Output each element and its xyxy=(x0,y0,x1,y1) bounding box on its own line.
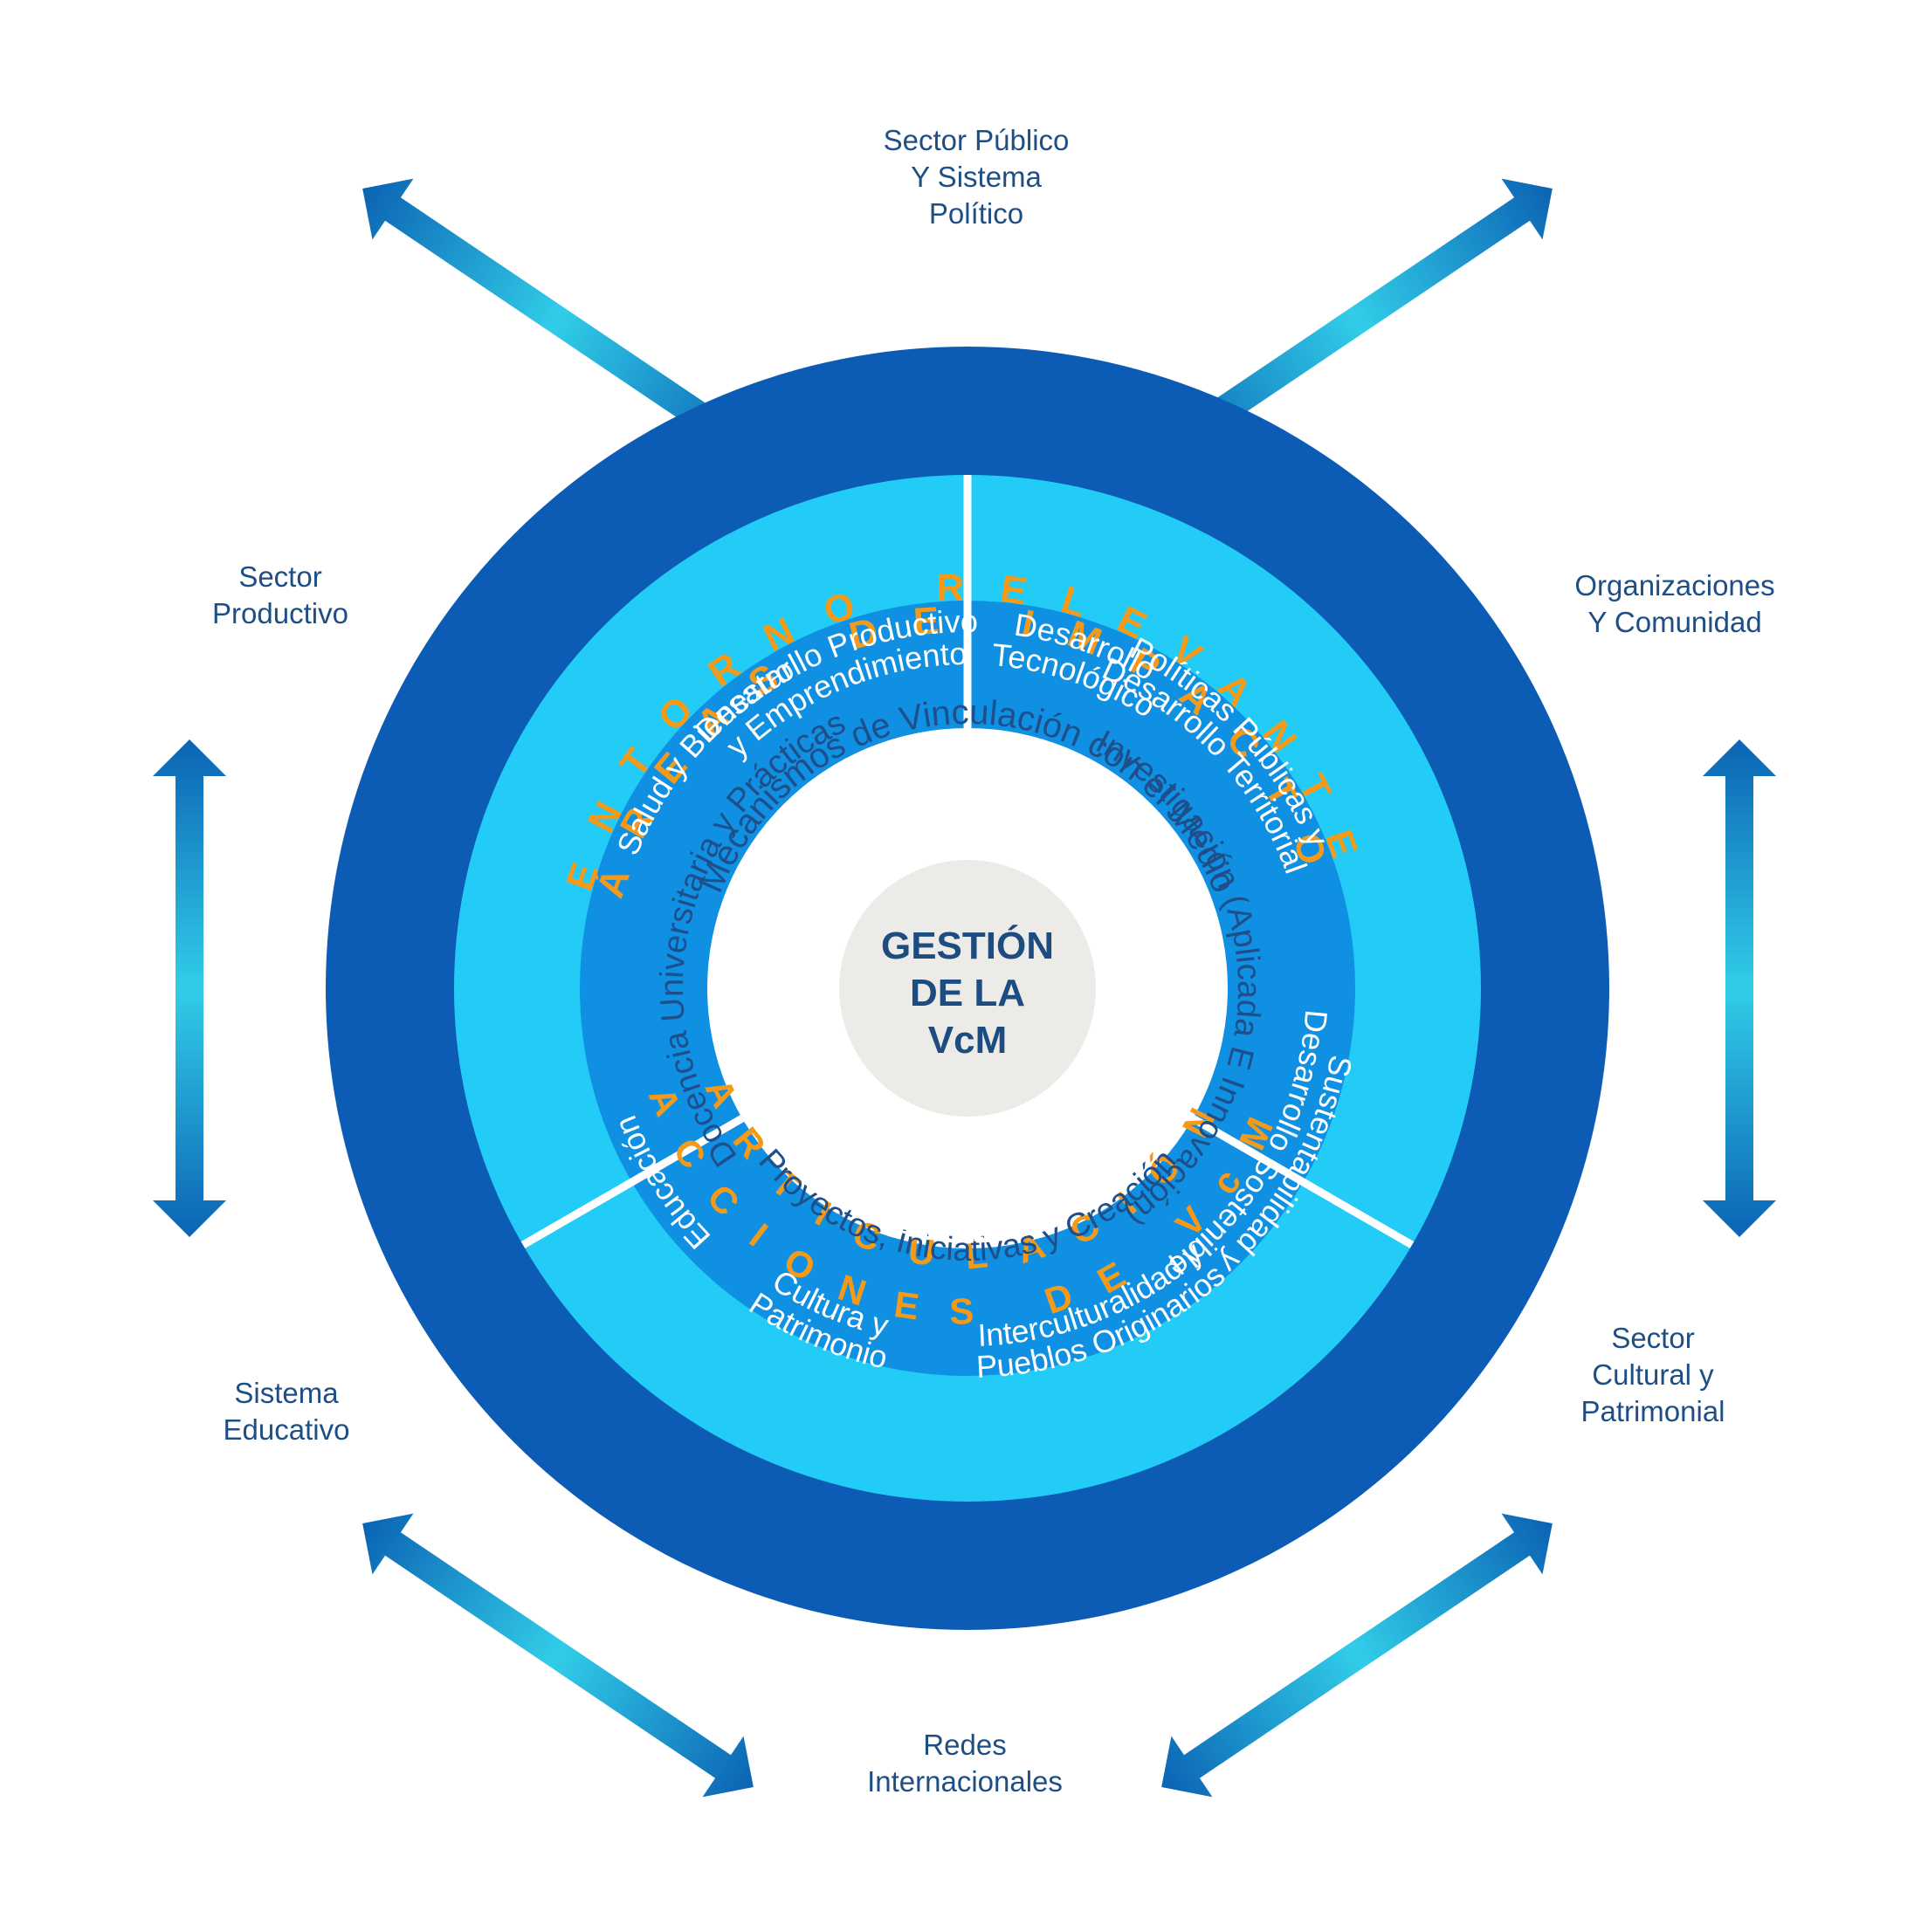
arrow-right xyxy=(1703,739,1776,1237)
sector-upper-right-line2: Y Comunidad xyxy=(1587,606,1762,638)
sector-top-line3: Político xyxy=(928,197,1024,230)
sector-lower-left-line1: Sistema xyxy=(234,1377,339,1409)
surrounding-arrows xyxy=(153,178,1776,1798)
core-line-2: DE LA xyxy=(910,972,1025,1014)
core-line-1: GESTIÓN xyxy=(881,924,1054,967)
sector-lower-left: Sistema Educativo xyxy=(129,1375,444,1448)
arrow-top-right xyxy=(1161,178,1553,463)
sector-upper-left: Sector Productivo xyxy=(123,559,437,632)
sector-dividers xyxy=(520,475,1415,1248)
sector-lower-right-line2: Cultural y xyxy=(1592,1358,1714,1391)
sector-upper-left-line1: Sector xyxy=(238,560,322,593)
sector-top-line1: Sector Público xyxy=(883,124,1070,156)
sector-upper-right-line1: Organizaciones xyxy=(1574,569,1775,602)
arrow-bottom-right xyxy=(1161,1513,1553,1798)
arrow-bottom-left xyxy=(362,1513,754,1798)
arrow-left xyxy=(153,739,226,1237)
sector-top-line2: Y Sistema xyxy=(911,161,1042,193)
sector-upper-right: Organizaciones Y Comunidad xyxy=(1518,567,1832,641)
sector-top: Sector Público Y Sistema Político xyxy=(819,122,1133,232)
core-disc xyxy=(839,860,1096,1117)
sector-lower-right: Sector Cultural y Patrimonial xyxy=(1496,1320,1810,1430)
sector-bottom: Redes Internacionales xyxy=(808,1727,1122,1800)
core-title: GESTIÓN DE LA VcM xyxy=(881,924,1054,1062)
arrow-top-left xyxy=(362,178,754,463)
sector-upper-left-line2: Productivo xyxy=(212,597,348,629)
sector-lower-right-line3: Patrimonial xyxy=(1580,1395,1725,1427)
core-line-3: VcM xyxy=(928,1019,1007,1062)
sector-lower-right-line1: Sector xyxy=(1611,1322,1695,1354)
sector-lower-left-line2: Educativo xyxy=(223,1413,350,1446)
sector-bottom-line1: Redes xyxy=(923,1729,1007,1761)
sector-bottom-line2: Internacionales xyxy=(867,1765,1063,1798)
